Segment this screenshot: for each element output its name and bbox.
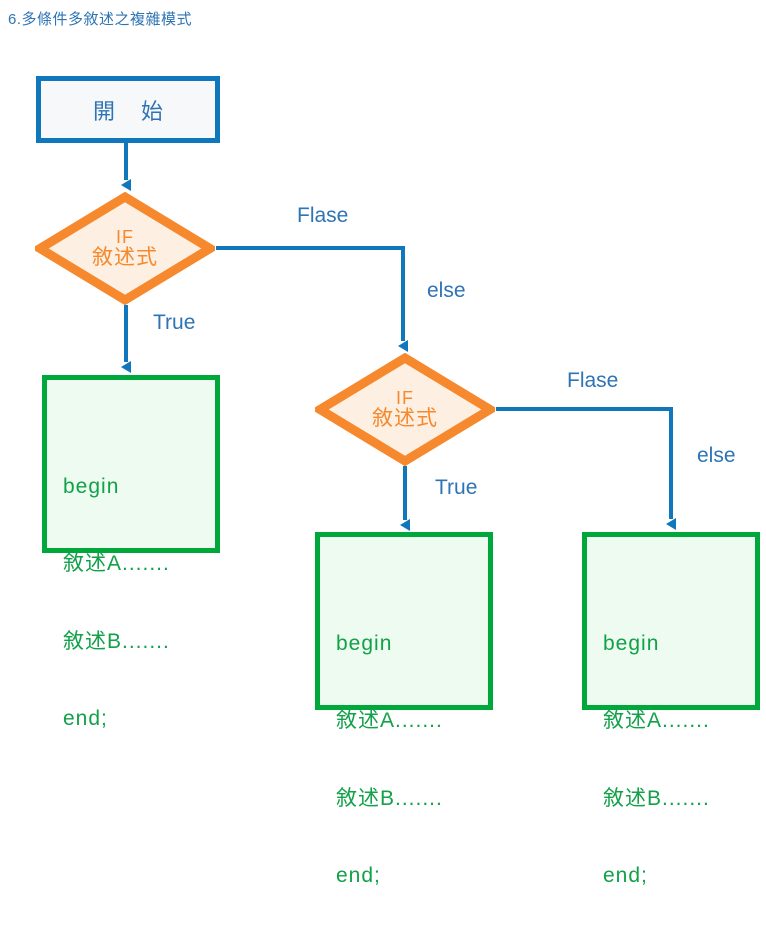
edge-label-true-1: True: [153, 311, 196, 334]
edge-label-flase-2: Flase: [567, 369, 619, 392]
edge-label-true-2: True: [435, 476, 478, 499]
page-title: 6.多條件多敘述之複雜模式: [8, 11, 193, 28]
diamond-shape-2: [315, 353, 495, 466]
code-line: 敘述B.......: [603, 786, 710, 810]
flowchart-canvas: 6.多條件多敘述之複雜模式 開 始 IF 敘述式 IF 敘述式 begin 敘述…: [8, 11, 760, 887]
node-statement-1[interactable]: begin 敘述A....... 敘述B....... end;: [42, 375, 220, 730]
code-line: 敘述A.......: [63, 552, 170, 576]
code-line: end;: [336, 864, 381, 888]
edge-label-else-1: else: [427, 279, 466, 302]
node-decision-1[interactable]: IF 敘述式: [35, 192, 215, 305]
node-start-label: 開 始: [92, 98, 174, 124]
edge-decision1-flase-to-decision2: [216, 246, 408, 352]
node-decision-2[interactable]: IF 敘述式: [315, 353, 495, 466]
edge-label-flase-1: Flase: [297, 204, 349, 227]
code-line: 敘述A.......: [336, 709, 443, 733]
code-line: 敘述B.......: [63, 629, 170, 653]
node-statement-2[interactable]: begin 敘述A....... 敘述B....... end;: [315, 532, 493, 887]
node-statement-3[interactable]: begin 敘述A....... 敘述B....... end;: [582, 532, 760, 887]
node-statement-2-code: begin 敘述A....... 敘述B....... end;: [336, 579, 443, 941]
code-line: end;: [603, 864, 648, 888]
code-line: end;: [63, 707, 108, 731]
diamond-shape-1: [35, 192, 215, 305]
code-line: 敘述B.......: [336, 786, 443, 810]
code-line: begin: [63, 474, 120, 498]
code-line: begin: [336, 631, 393, 655]
node-statement-1-code: begin 敘述A....... 敘述B....... end;: [63, 422, 170, 784]
node-start[interactable]: 開 始: [36, 76, 220, 143]
edge-decision2-flase-to-statement3: [496, 407, 676, 530]
code-line: 敘述A.......: [603, 709, 710, 733]
node-statement-3-code: begin 敘述A....... 敘述B....... end;: [603, 579, 710, 941]
code-line: begin: [603, 631, 660, 655]
connector-layer: [121, 143, 676, 531]
edge-label-else-2: else: [697, 444, 736, 467]
